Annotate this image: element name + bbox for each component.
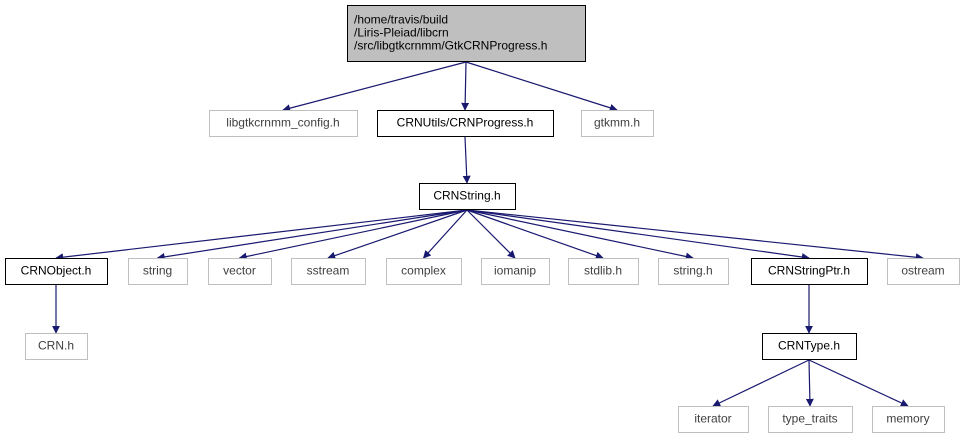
node-box bbox=[768, 406, 853, 433]
node-label: string.h bbox=[673, 264, 712, 278]
node-string: string bbox=[128, 258, 188, 285]
edge-crnstring-to-vector bbox=[238, 209, 468, 261]
node-box bbox=[658, 258, 729, 285]
node-string-h: string.h bbox=[658, 258, 729, 285]
node-box bbox=[568, 258, 639, 285]
node-label: CRN.h bbox=[38, 339, 74, 353]
node-label: CRNUtils/CRNProgress.h bbox=[397, 116, 534, 130]
node-label: libgtkcrnmm_config.h bbox=[226, 116, 339, 130]
node-box[interactable] bbox=[377, 110, 554, 137]
node-label: iomanip bbox=[494, 264, 536, 278]
node-box[interactable] bbox=[347, 5, 586, 62]
node-box bbox=[291, 258, 366, 285]
node-box bbox=[678, 406, 749, 433]
node-crnobject[interactable]: CRNObject.h bbox=[5, 258, 108, 285]
edges-layer bbox=[52, 61, 924, 407]
node-root[interactable]: /home/travis/build/Liris-Pleiad/libcrn/s… bbox=[347, 5, 586, 62]
node-box[interactable] bbox=[751, 258, 868, 285]
node-box bbox=[209, 110, 358, 137]
node-box[interactable] bbox=[419, 183, 516, 210]
edge-crnstring-to-string bbox=[156, 209, 468, 261]
node-box[interactable] bbox=[762, 333, 857, 360]
node-label: CRNObject.h bbox=[21, 264, 92, 278]
node-label: sstream bbox=[307, 264, 350, 278]
node-label: /Liris-Pleiad/libcrn bbox=[354, 26, 449, 40]
node-crn: CRN.h bbox=[25, 333, 88, 360]
node-box bbox=[581, 110, 654, 137]
edge-crnstring-to-crnstringptr bbox=[466, 209, 810, 261]
node-label: memory bbox=[886, 412, 929, 426]
edge-crnstring-to-string-h bbox=[466, 209, 694, 261]
node-label: CRNType.h bbox=[778, 339, 840, 353]
node-label: stdlib.h bbox=[584, 264, 622, 278]
edge-crntype-to-iterator bbox=[712, 359, 810, 407]
node-stdlib: stdlib.h bbox=[568, 258, 639, 285]
edge-crnstring-to-ostream bbox=[466, 209, 924, 262]
node-box bbox=[128, 258, 188, 285]
node-box bbox=[481, 258, 550, 285]
node-box bbox=[208, 258, 272, 285]
edge-crnstring-to-iomanip bbox=[466, 209, 516, 259]
node-box[interactable] bbox=[5, 258, 108, 285]
node-label: vector bbox=[223, 264, 256, 278]
node-label: iterator bbox=[694, 412, 731, 426]
edge-root-to-libgtkcrnmm-config bbox=[282, 61, 467, 113]
node-crntype[interactable]: CRNType.h bbox=[762, 333, 857, 360]
edge-root-to-gtkmm bbox=[465, 61, 618, 112]
node-complex: complex bbox=[386, 258, 462, 285]
node-box bbox=[386, 258, 462, 285]
node-label: CRNString.h bbox=[433, 189, 500, 203]
node-label: /home/travis/build bbox=[354, 13, 448, 27]
node-memory: memory bbox=[872, 406, 945, 433]
node-label: CRNStringPtr.h bbox=[768, 264, 850, 278]
node-type-traits: type_traits bbox=[768, 406, 853, 433]
node-label: gtkmm.h bbox=[594, 116, 640, 130]
edge-crnstring-to-crnobject bbox=[55, 209, 468, 262]
node-ostream: ostream bbox=[887, 258, 960, 285]
edge-crnstring-to-sstream bbox=[327, 209, 468, 260]
node-gtkmm: gtkmm.h bbox=[581, 110, 654, 137]
node-vector: vector bbox=[208, 258, 272, 285]
node-iomanip: iomanip bbox=[481, 258, 550, 285]
node-label: string bbox=[143, 264, 172, 278]
edge-crnstring-to-complex bbox=[422, 209, 468, 259]
edge-crntype-to-type-traits bbox=[805, 359, 814, 407]
nodes-layer: /home/travis/build/Liris-Pleiad/libcrn/s… bbox=[5, 5, 960, 433]
node-box bbox=[887, 258, 960, 285]
node-crnstringptr[interactable]: CRNStringPtr.h bbox=[751, 258, 868, 285]
edge-crnprogress-to-crnstring bbox=[462, 136, 471, 184]
edge-crntype-to-memory bbox=[808, 359, 909, 407]
node-label: type_traits bbox=[782, 412, 837, 426]
node-label: /src/libgtkcrnmm/GtkCRNProgress.h bbox=[354, 39, 547, 53]
node-box bbox=[872, 406, 945, 433]
node-crnprogress[interactable]: CRNUtils/CRNProgress.h bbox=[377, 110, 554, 137]
node-label: complex bbox=[401, 264, 446, 278]
node-box bbox=[25, 333, 88, 360]
node-sstream: sstream bbox=[291, 258, 366, 285]
node-iterator: iterator bbox=[678, 406, 749, 433]
edge-crnstring-to-stdlib bbox=[466, 209, 604, 260]
edge-root-to-crnprogress bbox=[461, 61, 470, 111]
node-crnstring[interactable]: CRNString.h bbox=[419, 183, 516, 210]
node-label: ostream bbox=[901, 264, 944, 278]
node-libgtkcrnmm-config: libgtkcrnmm_config.h bbox=[209, 110, 358, 137]
